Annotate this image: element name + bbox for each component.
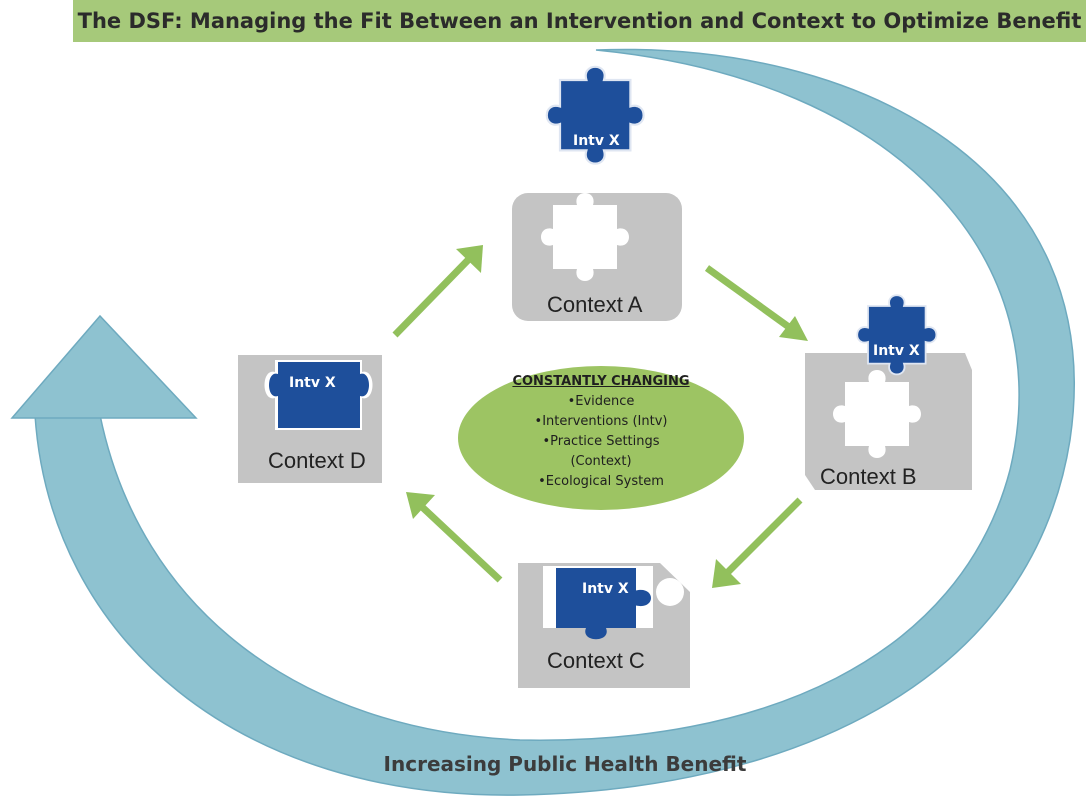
benefit-arrow-head <box>10 314 198 419</box>
intervention-label-b: Intv X <box>873 343 920 359</box>
cycle-arrow-a-to-b <box>704 265 808 341</box>
context-a-intervention-piece <box>545 65 645 165</box>
cycle-arrow-c-to-d <box>406 492 503 583</box>
cycle-arrow-d-to-a <box>392 245 483 338</box>
context-b-intervention-piece <box>856 294 938 376</box>
intervention-label-d: Intv X <box>289 375 336 391</box>
benefit-arrow <box>34 48 1075 796</box>
context-a-tile <box>512 193 682 321</box>
intervention-label-a: Intv X <box>573 133 620 149</box>
context-b-tile <box>805 353 972 490</box>
center-changing-list: CONSTANTLY CHANGING •Evidence •Intervent… <box>458 372 744 492</box>
center-item-ecological-system: •Ecological System <box>538 474 664 489</box>
center-item-context: (Context) <box>570 454 632 469</box>
context-a-label: Context A <box>547 292 643 317</box>
benefit-label: Increasing Public Health Benefit <box>383 752 747 776</box>
context-d-label: Context D <box>268 448 366 473</box>
center-item-practice-settings: •Practice Settings <box>542 434 660 449</box>
center-heading: CONSTANTLY CHANGING <box>512 374 690 389</box>
center-ellipse <box>458 366 744 510</box>
context-d-intervention-piece <box>269 362 369 428</box>
cycle-arrow-b-to-c <box>712 497 803 588</box>
page-title: The DSF: Managing the Fit Between an Int… <box>73 0 1086 42</box>
context-b-label: Context B <box>820 464 917 489</box>
center-item-evidence: •Evidence <box>567 394 635 409</box>
center-item-interventions: •Interventions (Intv) <box>534 414 668 429</box>
context-c-label: Context C <box>547 648 645 673</box>
intervention-label-c: Intv X <box>582 581 629 597</box>
